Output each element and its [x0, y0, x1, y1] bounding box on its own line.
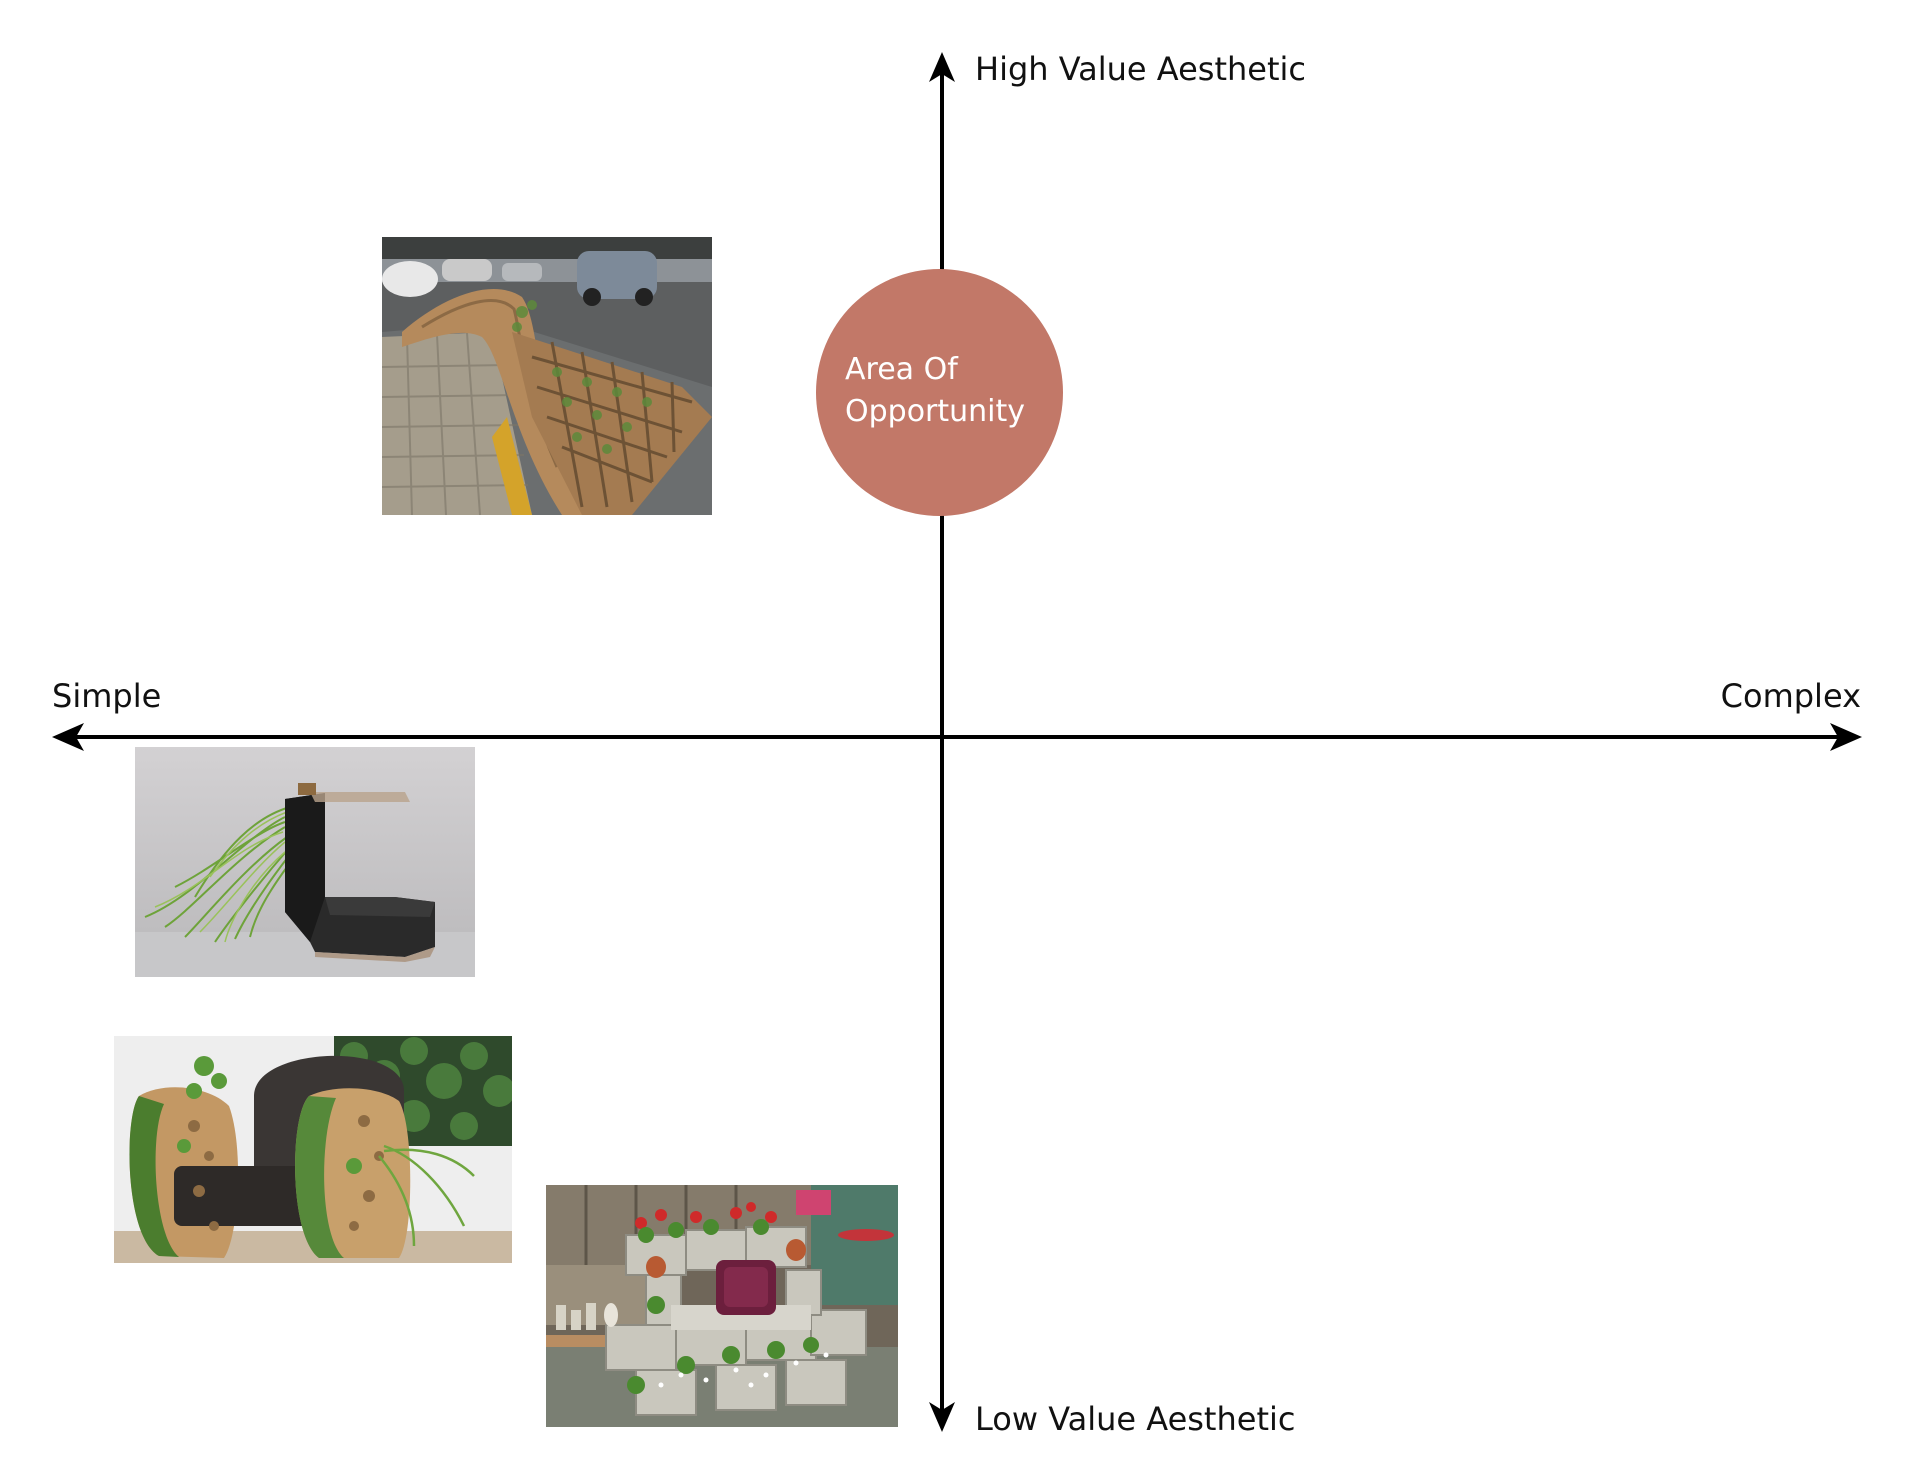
- area-of-opportunity-circle: Area Of Opportunity: [816, 269, 1063, 516]
- horizontal-axis: [52, 723, 1862, 751]
- moss-armchair-photo: [114, 1036, 512, 1263]
- area-of-opportunity-line2: Opportunity: [845, 394, 1026, 429]
- area-of-opportunity-line1: Area Of: [845, 352, 958, 387]
- area-of-opportunity-label: Area Of Opportunity: [845, 349, 1055, 433]
- simple-label: Simple: [52, 677, 162, 715]
- high-value-aesthetic-label: High Value Aesthetic: [975, 50, 1306, 88]
- arrow-right-icon: [1830, 723, 1862, 751]
- arrow-down-icon: [929, 1402, 955, 1432]
- cinderblock-bench-photo: [546, 1185, 898, 1427]
- vertical-axis: [929, 52, 955, 1432]
- grass-chair-photo: [135, 747, 475, 977]
- arrow-left-icon: [52, 723, 84, 751]
- wave-planter-bench-photo: [382, 237, 712, 515]
- low-value-aesthetic-label: Low Value Aesthetic: [975, 1400, 1296, 1438]
- arrow-up-icon: [929, 52, 955, 82]
- complex-label: Complex: [1720, 677, 1861, 715]
